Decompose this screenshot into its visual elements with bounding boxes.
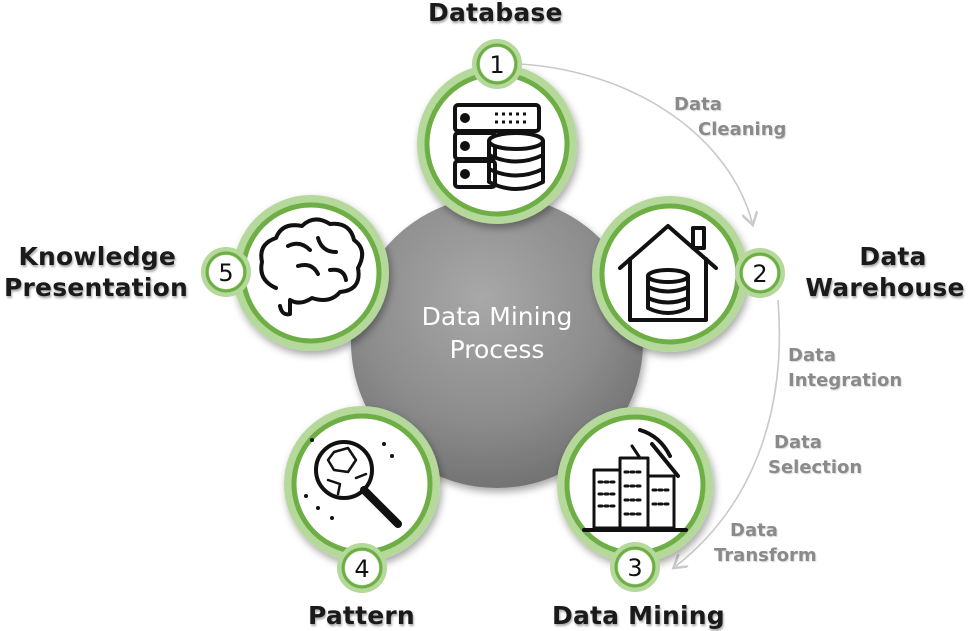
node-title-data-mining-line1: Data Mining bbox=[552, 601, 725, 630]
step-cleaning-line2: Cleaning bbox=[698, 119, 787, 140]
house-database-icon bbox=[618, 224, 718, 322]
step-cleaning-line1: Data bbox=[674, 94, 722, 115]
step-label-selection: Data Selection bbox=[768, 430, 862, 480]
center-title: Data Mining Process bbox=[352, 300, 642, 366]
step-label-transform: Data Transform bbox=[714, 518, 817, 568]
node-knowledge-presentation: 5 bbox=[201, 195, 389, 351]
node-title-database: Database bbox=[428, 0, 563, 28]
mining-pickaxe-icon bbox=[582, 428, 688, 532]
brain-icon bbox=[259, 217, 365, 317]
node-number-2: 2 bbox=[752, 260, 767, 288]
node-title-pattern: Pattern bbox=[308, 600, 415, 631]
center-circle bbox=[351, 196, 643, 488]
center-title-line1: Data Mining bbox=[421, 302, 573, 331]
node-title-knowledge-line2: Presentation bbox=[4, 273, 188, 302]
node-title-pattern-line1: Pattern bbox=[308, 601, 415, 630]
node-number-5: 5 bbox=[218, 259, 233, 287]
node-title-data-mining: Data Mining bbox=[552, 600, 725, 631]
node-title-data-warehouse-line2: Warehouse bbox=[805, 273, 965, 302]
node-number-4: 4 bbox=[354, 555, 369, 583]
node-data-warehouse: 2 bbox=[592, 196, 785, 352]
flow-arrow-cleaning bbox=[519, 63, 752, 222]
magnifier-pattern-icon bbox=[304, 438, 402, 528]
step-selection-line2: Selection bbox=[768, 457, 863, 478]
step-label-integration: Data Integration bbox=[788, 343, 902, 393]
step-integration-line2: Integration bbox=[788, 370, 903, 391]
node-title-data-warehouse: Data Warehouse bbox=[800, 241, 970, 303]
node-title-knowledge-line1: Knowledge bbox=[18, 242, 176, 271]
node-title-data-warehouse-line1: Data bbox=[859, 242, 927, 271]
step-transform-line2: Transform bbox=[714, 545, 817, 566]
flow-arrow-integration bbox=[676, 299, 781, 566]
step-transform-line1: Data bbox=[730, 520, 778, 541]
node-number-3: 3 bbox=[627, 554, 642, 582]
center-title-line2: Process bbox=[449, 335, 545, 364]
step-integration-line1: Data bbox=[788, 345, 836, 366]
node-data-mining: 3 bbox=[557, 407, 713, 592]
node-number-1: 1 bbox=[489, 51, 504, 79]
step-selection-line1: Data bbox=[774, 432, 822, 453]
node-title-knowledge-presentation: Knowledge Presentation bbox=[4, 241, 188, 303]
node-title-database-line1: Database bbox=[428, 0, 563, 27]
step-label-cleaning: Data Cleaning bbox=[674, 92, 786, 142]
database-server-icon bbox=[453, 103, 545, 191]
node-database: 1 bbox=[417, 39, 577, 224]
node-pattern: 4 bbox=[284, 406, 440, 593]
